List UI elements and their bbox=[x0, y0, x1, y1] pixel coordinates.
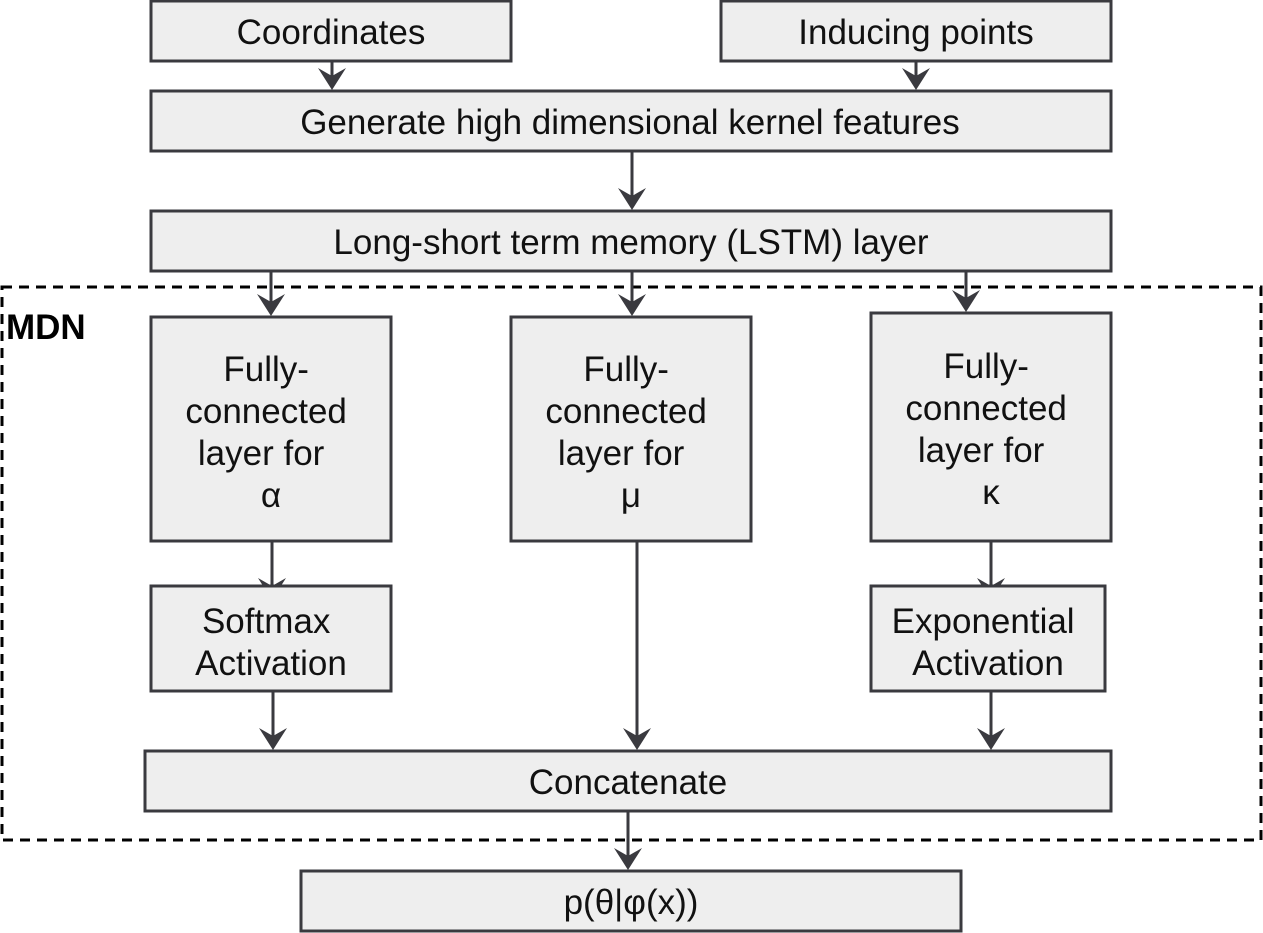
fc-kappa-line-4: κ bbox=[982, 473, 1000, 512]
fc-mu-node: Fully- connected layer for μ bbox=[509, 315, 753, 543]
lstm-label: Long-short term memory (LSTM) layer bbox=[333, 223, 928, 262]
edge-concatenate-to-output bbox=[614, 811, 642, 870]
fc-mu-line-4: μ bbox=[621, 476, 641, 515]
edge-fc-mu-to-concatenate bbox=[623, 542, 651, 750]
exponential-label: Exponential Activation bbox=[892, 602, 1085, 683]
output-label: p(θ|φ(x)) bbox=[564, 883, 699, 922]
fc-kappa-node: Fully- connected layer for κ bbox=[869, 311, 1113, 543]
fc-alpha-node: Fully- connected layer for α bbox=[149, 315, 393, 543]
softmax-node: Softmax Activation bbox=[149, 584, 393, 693]
concatenate-label: Concatenate bbox=[529, 763, 727, 802]
edge-lstm-to-fc-kappa bbox=[952, 272, 980, 312]
mdn-group-label: MDN bbox=[6, 308, 86, 347]
fc-mu-line-3: layer for bbox=[558, 434, 685, 473]
fc-alpha-label: Fully- connected layer for α bbox=[185, 350, 356, 515]
fc-alpha-line-1: Fully- bbox=[223, 350, 309, 389]
fc-alpha-line-3: layer for bbox=[198, 434, 325, 473]
edge-exponential-to-concatenate bbox=[977, 691, 1005, 750]
edge-softmax-to-concatenate bbox=[259, 691, 287, 750]
edge-lstm-to-fc-mu bbox=[618, 272, 646, 316]
kernel-features-node: Generate high dimensional kernel feature… bbox=[149, 89, 1113, 153]
coordinates-label: Coordinates bbox=[237, 13, 426, 52]
exponential-node: Exponential Activation bbox=[869, 584, 1107, 693]
coordinates-node: Coordinates bbox=[149, 0, 513, 63]
edge-inducing-points-to-kernel-features bbox=[902, 62, 930, 90]
edge-lstm-to-fc-alpha bbox=[257, 272, 285, 316]
softmax-line-1: Softmax bbox=[202, 602, 331, 641]
exponential-line-2: Activation bbox=[912, 644, 1064, 683]
softmax-line-2: Activation bbox=[195, 644, 347, 683]
exponential-line-1: Exponential bbox=[892, 602, 1075, 641]
fc-mu-line-2: connected bbox=[545, 392, 707, 431]
lstm-node: Long-short term memory (LSTM) layer bbox=[149, 209, 1113, 273]
fc-mu-label: Fully- connected layer for μ bbox=[545, 350, 716, 515]
inducing-points-node: Inducing points bbox=[719, 0, 1113, 63]
softmax-label: Softmax Activation bbox=[195, 602, 347, 683]
fc-alpha-line-2: connected bbox=[185, 392, 347, 431]
kernel-features-label: Generate high dimensional kernel feature… bbox=[300, 103, 960, 142]
fc-kappa-label: Fully- connected layer for κ bbox=[905, 347, 1076, 512]
output-node: p(θ|φ(x)) bbox=[299, 869, 963, 933]
fc-alpha-line-4: α bbox=[261, 476, 281, 515]
edge-coordinates-to-kernel-features bbox=[318, 62, 346, 90]
edge-kernel-features-to-lstm bbox=[618, 152, 646, 210]
fc-mu-line-1: Fully- bbox=[583, 350, 669, 389]
fc-kappa-line-3: layer for bbox=[918, 431, 1045, 470]
concatenate-node: Concatenate bbox=[143, 749, 1113, 813]
inducing-points-label: Inducing points bbox=[798, 13, 1033, 52]
fc-kappa-line-2: connected bbox=[905, 389, 1067, 428]
fc-kappa-line-1: Fully- bbox=[943, 347, 1029, 386]
